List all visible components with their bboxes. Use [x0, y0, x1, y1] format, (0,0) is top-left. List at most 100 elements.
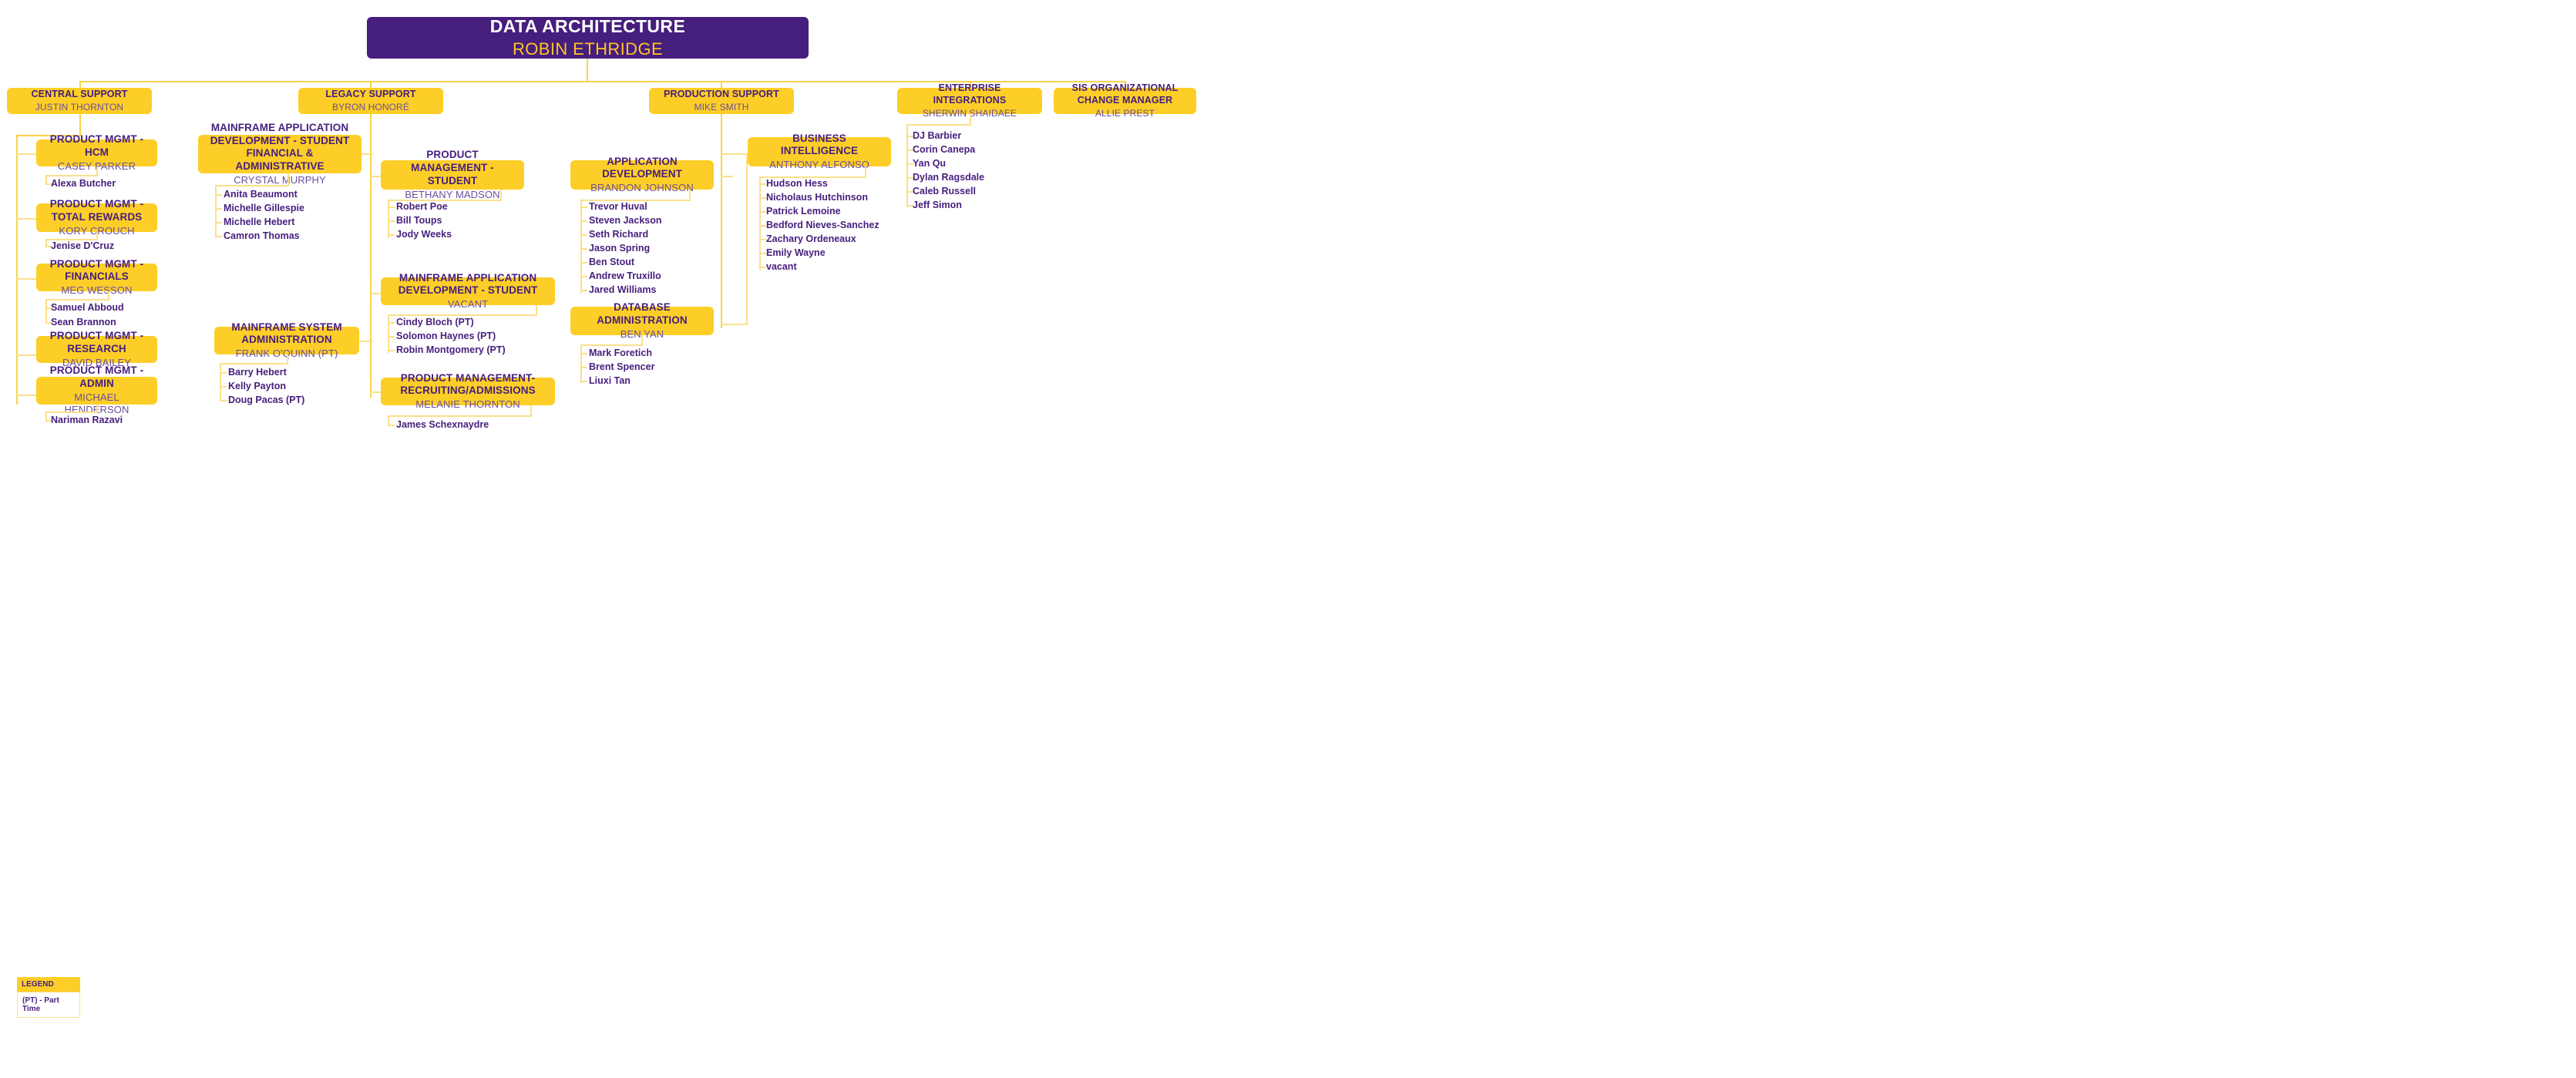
- unit-database-administration[interactable]: DATABASE ADMINISTRATION BEN YAN: [570, 301, 714, 340]
- connector-pmrec-tick-0: [388, 425, 395, 426]
- unit-mainframe-app-dev-student[interactable]: MAINFRAME APPLICATION DEVELOPMENT - STUD…: [381, 272, 555, 310]
- connector-tr-rail: [45, 239, 47, 247]
- staff-name: Nicholaus Hutchinson: [766, 192, 868, 203]
- unit-lead-name: CASEY PARKER: [57, 160, 136, 172]
- connector-ei-tick-5: [906, 205, 913, 207]
- connector-ei-tick-4: [906, 191, 913, 193]
- unit-title: MAINFRAME APPLICATION DEVELOPMENT - STUD…: [210, 121, 350, 173]
- staff-name: Nariman Razavi: [51, 415, 123, 425]
- connector-fin-tick-0: [45, 307, 52, 309]
- connector-tr-tick-0: [45, 246, 52, 247]
- division-title: LEGACY SUPPORT: [325, 89, 416, 100]
- staff-name: Steven Jackson: [589, 215, 662, 226]
- staff-name: Zachary Ordeneaux: [766, 233, 856, 244]
- connector-tick-application-development: [721, 176, 733, 177]
- connector-mfsfa-stem: [288, 173, 289, 186]
- unit-lead-name: MEG WESSON: [61, 284, 133, 297]
- connector-mfsys-tick-2: [220, 400, 227, 401]
- unit-title: BUSINESS INTELLIGENCE: [780, 132, 859, 157]
- connector-mfstu-tick-2: [388, 350, 395, 351]
- connector-pmstu-rail: [388, 200, 389, 238]
- connector-top-spine: [79, 81, 1125, 82]
- unit-product-management-recruiting-admissions[interactable]: PRODUCT MANAGEMENT- RECRUITING/ADMISSION…: [381, 372, 555, 410]
- unit-product-mgmt-research[interactable]: PRODUCT MGMT - RESEARCH DAVID BAILEY: [36, 330, 157, 368]
- connector-mfsys-rail: [220, 363, 221, 401]
- division-legacy-support[interactable]: LEGACY SUPPORT BYRON HONORÉ: [298, 88, 443, 114]
- connector-hcm-jog: [45, 175, 98, 176]
- unit-product-mgmt-total-rewards[interactable]: PRODUCT MGMT - TOTAL REWARDS KORY CROUCH: [36, 198, 157, 237]
- unit-business-intelligence[interactable]: BUSINESS INTELLIGENCE ANTHONY ALFONSO: [748, 133, 891, 170]
- connector-dba-rail: [580, 344, 582, 383]
- unit-product-mgmt-hcm[interactable]: PRODUCT MGMT - HCM CASEY PARKER: [36, 133, 157, 172]
- unit-title: MAINFRAME SYSTEM ADMINISTRATION: [231, 321, 342, 346]
- root-node-data-architecture[interactable]: DATA ARCHITECTURE ROBIN ETHRIDGE: [367, 16, 809, 59]
- connector-hcm-rail: [45, 175, 47, 184]
- division-lead-name: MIKE SMITH: [694, 101, 749, 113]
- connector-mfstu-stem: [536, 305, 537, 315]
- staff-name: Sean Brannon: [51, 317, 116, 327]
- unit-mainframe-system-administration[interactable]: MAINFRAME SYSTEM ADMINISTRATION FRANK O'…: [214, 321, 359, 359]
- connector-appdev-tick-5: [580, 276, 587, 277]
- connector-ei-jog: [906, 124, 971, 126]
- connector-production-rail: [721, 136, 722, 328]
- connector-mfsys-stem: [287, 354, 288, 364]
- division-enterprise-integrations[interactable]: ENTERPRISE INTEGRATIONS SHERWIN SHAIDAEE: [897, 82, 1042, 119]
- connector-dba-stem: [641, 335, 643, 345]
- connector-bi-link: [721, 324, 748, 325]
- division-production-support[interactable]: PRODUCTION SUPPORT MIKE SMITH: [649, 88, 794, 114]
- connector-appdev-tick-0: [580, 207, 587, 208]
- connector-admin-jog: [45, 411, 98, 413]
- connector-mfsfa-tick-1: [215, 208, 222, 210]
- unit-lead-name: BRANDON JOHNSON: [590, 182, 694, 194]
- unit-lead-name: KORY CROUCH: [59, 224, 135, 237]
- staff-name: Bill Toups: [396, 215, 442, 226]
- connector-bi-jog: [759, 176, 866, 178]
- division-title: SIS ORGANIZATIONAL CHANGE MANAGER: [1071, 82, 1179, 106]
- unit-product-mgmt-admin[interactable]: PRODUCT MGMT - ADMIN MICHAEL HENDERSON: [36, 364, 157, 415]
- connector-mfstu-tick-1: [388, 336, 395, 338]
- connector-tr-stem: [96, 232, 98, 240]
- division-sis-change-manager[interactable]: SIS ORGANIZATIONAL CHANGE MANAGER ALLIE …: [1054, 82, 1196, 119]
- connector-bi-tick-3: [759, 225, 766, 227]
- connector-mfstu-rail: [388, 314, 389, 353]
- unit-application-development[interactable]: APPLICATION DEVELOPMENT BRANDON JOHNSON: [570, 156, 714, 193]
- connector-pmstu-stem: [500, 190, 502, 200]
- staff-name: Corin Canepa: [913, 144, 976, 155]
- division-central-support[interactable]: CENTRAL SUPPORT JUSTIN THORNTON: [7, 88, 152, 114]
- staff-name: Barry Hebert: [228, 367, 287, 378]
- staff-name: Emily Wayne: [766, 247, 826, 258]
- connector-appdev-tick-6: [580, 290, 587, 291]
- division-title: ENTERPRISE INTEGRATIONS: [933, 82, 1007, 106]
- connector-appdev-tick-4: [580, 262, 587, 264]
- staff-name: Jason Spring: [589, 243, 651, 254]
- connector-mfsys-tick-1: [220, 386, 227, 388]
- unit-title: PRODUCT MGMT - FINANCIALS: [49, 257, 144, 283]
- division-lead-name: SHERWIN SHAIDAEE: [922, 107, 1017, 119]
- connector-drop-legacy-support: [370, 81, 372, 89]
- division-lead-name: ALLIE PREST: [1095, 107, 1155, 119]
- staff-name: Ben Stout: [589, 257, 635, 267]
- unit-mainframe-app-dev-student-financial[interactable]: MAINFRAME APPLICATION DEVELOPMENT - STUD…: [198, 122, 362, 186]
- unit-product-management-student[interactable]: PRODUCT MANAGEMENT - STUDENT BETHANY MAD…: [381, 149, 524, 200]
- connector-dba-jog: [580, 344, 643, 346]
- unit-title: PRODUCT MGMT - TOTAL REWARDS: [49, 198, 144, 223]
- connector-dba-tick-2: [580, 381, 587, 382]
- staff-name: Trevor Huval: [589, 201, 647, 212]
- connector-ei-tick-1: [906, 149, 913, 151]
- staff-name: Brent Spencer: [589, 361, 655, 372]
- root-lead-name: ROBIN ETHRIDGE: [512, 39, 664, 59]
- connector-tick-pm-research: [16, 354, 37, 356]
- unit-product-mgmt-financials[interactable]: PRODUCT MGMT - FINANCIALS MEG WESSON: [36, 258, 157, 296]
- unit-title: PRODUCT MANAGEMENT - STUDENT: [411, 149, 494, 186]
- staff-name: Jared Williams: [589, 284, 657, 295]
- connector-appdev-jog: [580, 200, 691, 201]
- staff-name: Bedford Nieves-Sanchez: [766, 220, 879, 230]
- connector-pmstu-jog: [388, 200, 502, 201]
- connector-drop-sis-change-manager: [1125, 81, 1126, 89]
- connector-pmrec-rail: [388, 415, 389, 425]
- connector-admin-stem: [96, 405, 98, 412]
- unit-lead-name: ANTHONY ALFONSO: [769, 159, 869, 171]
- connector-tick-mainframe-dev-sfa: [359, 153, 373, 155]
- staff-name: vacant: [766, 261, 797, 272]
